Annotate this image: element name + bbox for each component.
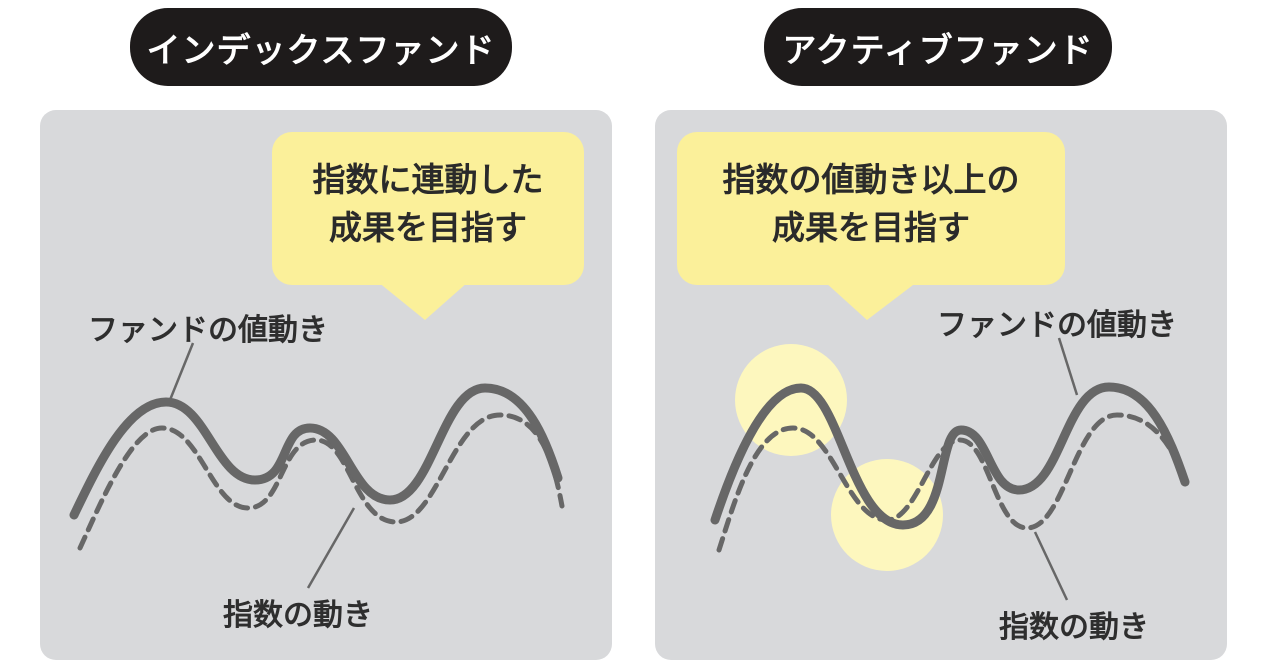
- active-fund-panel: 指数の値動き以上の 成果を目指す ファンドの値動き 指数の動き: [655, 110, 1227, 660]
- index-callout-line-2: 成果を目指す: [329, 208, 527, 247]
- index-movement-line: [77, 412, 565, 551]
- fund-movement-line: [710, 382, 1190, 530]
- index-fund-title: インデックスファンド: [130, 8, 512, 86]
- active-callout-line-1: 指数の値動き以上の: [722, 160, 1020, 199]
- fund-label-leader: [168, 342, 195, 401]
- active-callout-line-2: 成果を目指す: [772, 208, 970, 247]
- index-callout-line-1: 指数に連動した: [312, 160, 544, 199]
- index-fund-panel: 指数に連動した 成果を目指す ファンドの値動き 指数の動き: [40, 110, 612, 660]
- active-callout-text: 指数の値動き以上の 成果を目指す: [677, 156, 1065, 252]
- active-panel-fund-label: ファンドの値動き: [937, 308, 1177, 343]
- active-fund-title: アクティブファンド: [764, 8, 1112, 86]
- index-panel-index-label: 指数の動き: [223, 598, 373, 633]
- index-callout-bubble: [272, 132, 584, 320]
- index-callout-text: 指数に連動した 成果を目指す: [272, 156, 584, 252]
- index-movement-line: [716, 412, 1192, 553]
- index-fund-diagram: [69, 132, 584, 589]
- index-label-leader: [1033, 531, 1069, 601]
- index-fund-title-text: インデックスファンド: [146, 30, 496, 71]
- outperform-highlight: [735, 344, 847, 456]
- active-panel-index-label: 指数の動き: [999, 610, 1149, 645]
- index-panel-fund-label: ファンドの値動き: [88, 313, 328, 348]
- active-fund-title-text: アクティブファンド: [782, 30, 1094, 71]
- fund-movement-line: [69, 383, 563, 520]
- active-callout-bubble: [677, 132, 1065, 320]
- active-fund-diagram: [677, 132, 1192, 601]
- index-label-leader: [306, 507, 356, 589]
- fund-label-leader: [1057, 337, 1079, 396]
